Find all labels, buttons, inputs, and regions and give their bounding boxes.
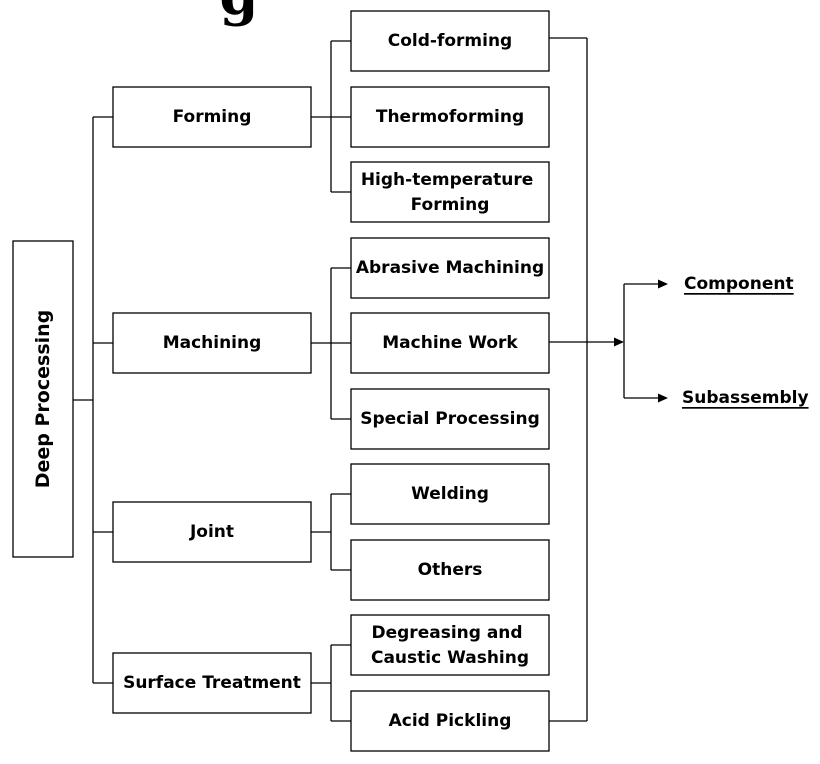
item-label-line: High-temperature [361,170,533,190]
item-node-welding: Welding [350,463,550,525]
item-label: Acid Pickling [389,711,512,731]
item-node-abrasive-machining: Abrasive Machining [350,237,550,299]
output-component: Component [684,274,794,294]
item-node-cold-forming: Cold-forming [350,10,550,72]
item-label: Thermoforming [376,107,524,127]
arrow-to-split [614,337,624,347]
category-node-joint: Joint [112,501,312,563]
item-node-special-processing: Special Processing [350,388,550,450]
category-node-forming: Forming [112,86,312,148]
arrow-to-subassembly [658,393,668,403]
item-node-degreasing: Degreasing and Caustic Washing [350,614,550,676]
item-label: Degreasing and Caustic Washing [371,623,529,668]
item-node-thermoforming: Thermoforming [350,86,550,148]
item-label: Special Processing [360,409,540,429]
item-label: Others [418,560,483,580]
item-node-machine-work: Machine Work [350,312,550,374]
title-fragment: g [219,0,258,28]
category-node-machining: Machining [112,312,312,374]
item-label: Welding [411,484,489,504]
category-label: Forming [173,107,252,127]
root-connectors [73,116,113,684]
item-label-line: Degreasing and [372,623,523,643]
item-label: High-temperature Forming [361,170,539,215]
item-label: Cold-forming [388,31,512,51]
item-label-line: Caustic Washing [371,648,529,668]
item-node-high-temperature-forming: High-temperature Forming [350,161,550,223]
item-node-others: Others [350,539,550,601]
root-node: Deep Processing [12,240,74,558]
item-label: Machine Work [382,333,518,353]
item-label-line: Forming [411,195,490,215]
category-label: Machining [163,333,262,353]
output-subassembly: Subassembly [682,388,809,408]
output-connectors [549,37,668,722]
category-node-surface-treatment: Surface Treatment [112,652,312,714]
category-label: Joint [189,522,234,542]
category-label: Surface Treatment [123,673,301,693]
item-node-acid-pickling: Acid Pickling [350,690,550,752]
category-connectors [311,40,351,722]
root-label: Deep Processing [32,310,54,489]
arrow-to-component [658,279,668,289]
item-label: Abrasive Machining [356,258,544,278]
